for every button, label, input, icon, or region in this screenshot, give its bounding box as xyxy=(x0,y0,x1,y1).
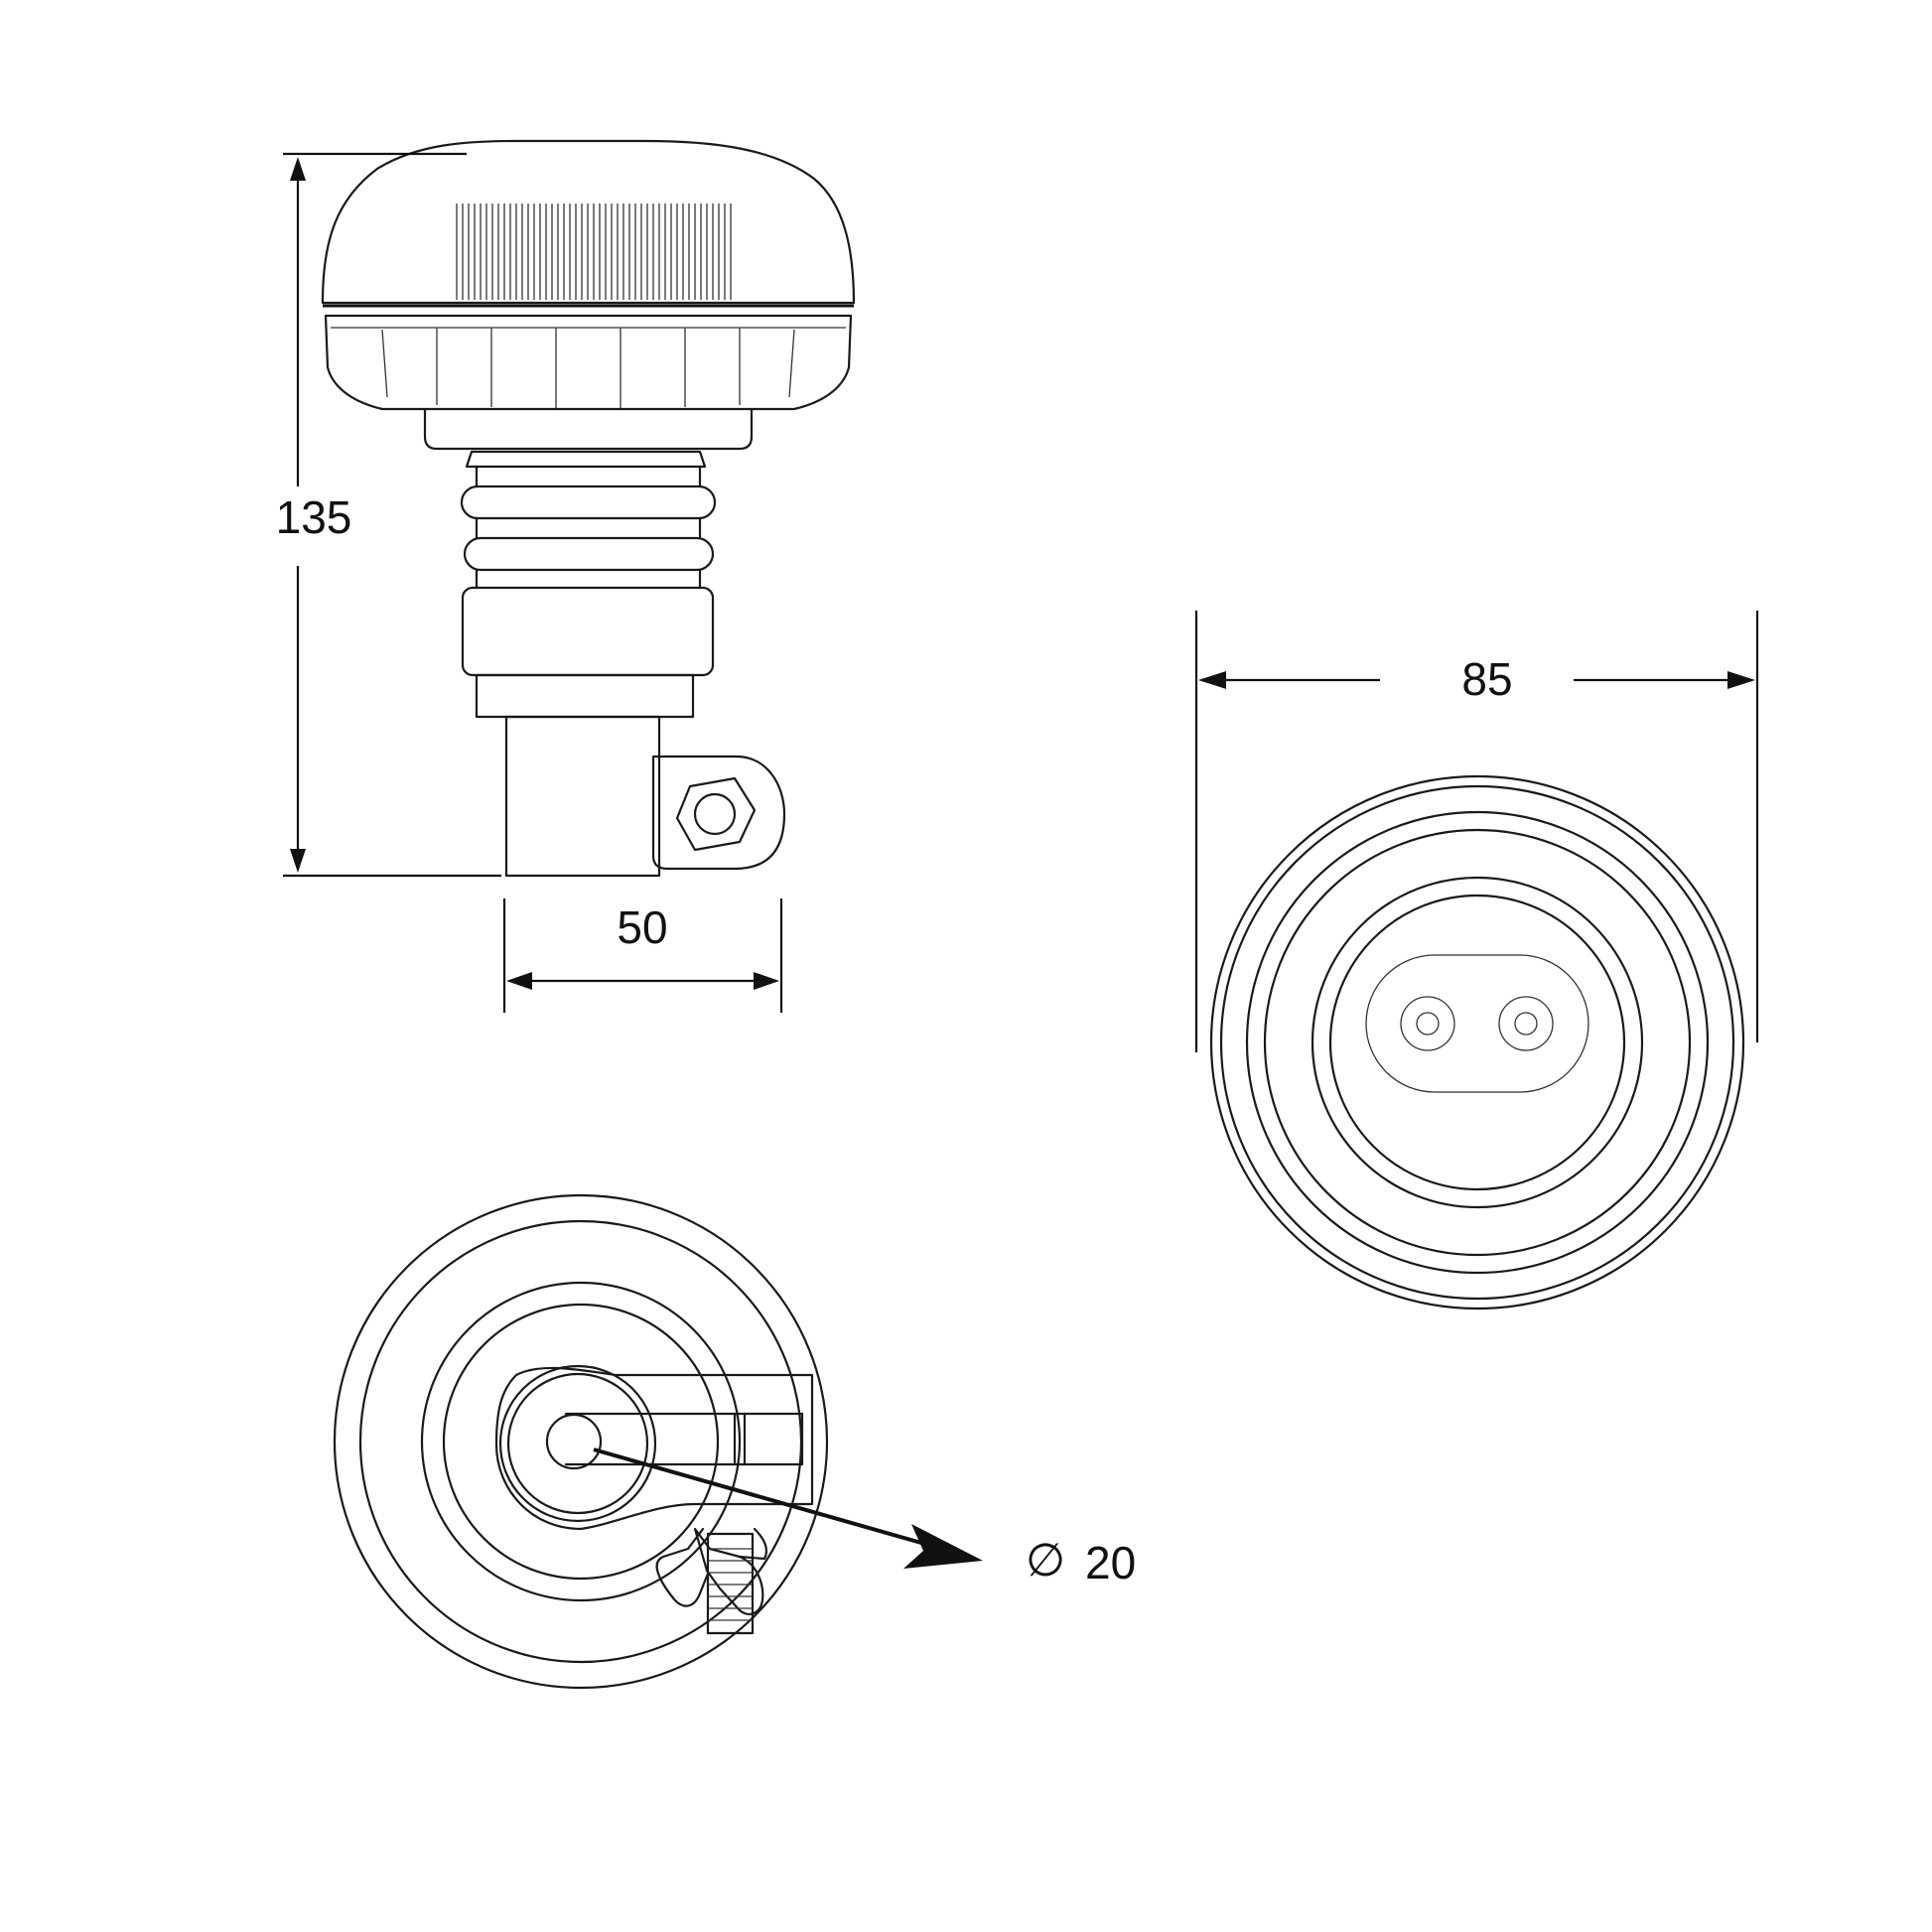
base-collar xyxy=(324,314,853,411)
diameter-symbol: ∅ xyxy=(1026,1534,1065,1586)
neck xyxy=(423,407,754,451)
side-view xyxy=(321,139,856,878)
clamp-arm xyxy=(494,1366,814,1531)
height-dimension: 135 xyxy=(276,152,501,878)
terminal-plate xyxy=(1365,954,1589,1093)
top-view xyxy=(1209,774,1745,1311)
clamp-bracket xyxy=(651,755,786,871)
dome-lens xyxy=(321,139,856,308)
bottom-view xyxy=(333,1193,829,1690)
base-width-label: 50 xyxy=(617,901,667,953)
mounting-tube xyxy=(504,715,661,878)
pole-diameter-leader: ∅ 20 xyxy=(593,1448,1136,1588)
pole-bore xyxy=(545,1413,603,1470)
lens-ribs xyxy=(456,204,732,300)
wing-nut xyxy=(655,1527,768,1635)
pole-diameter-label: 20 xyxy=(1085,1537,1136,1588)
height-label: 135 xyxy=(276,491,352,543)
flex-bellows xyxy=(460,450,717,719)
diameter-label: 85 xyxy=(1461,653,1512,705)
diameter-dimension: 85 xyxy=(1194,611,1759,1052)
base-width-dimension: 50 xyxy=(502,898,783,1013)
